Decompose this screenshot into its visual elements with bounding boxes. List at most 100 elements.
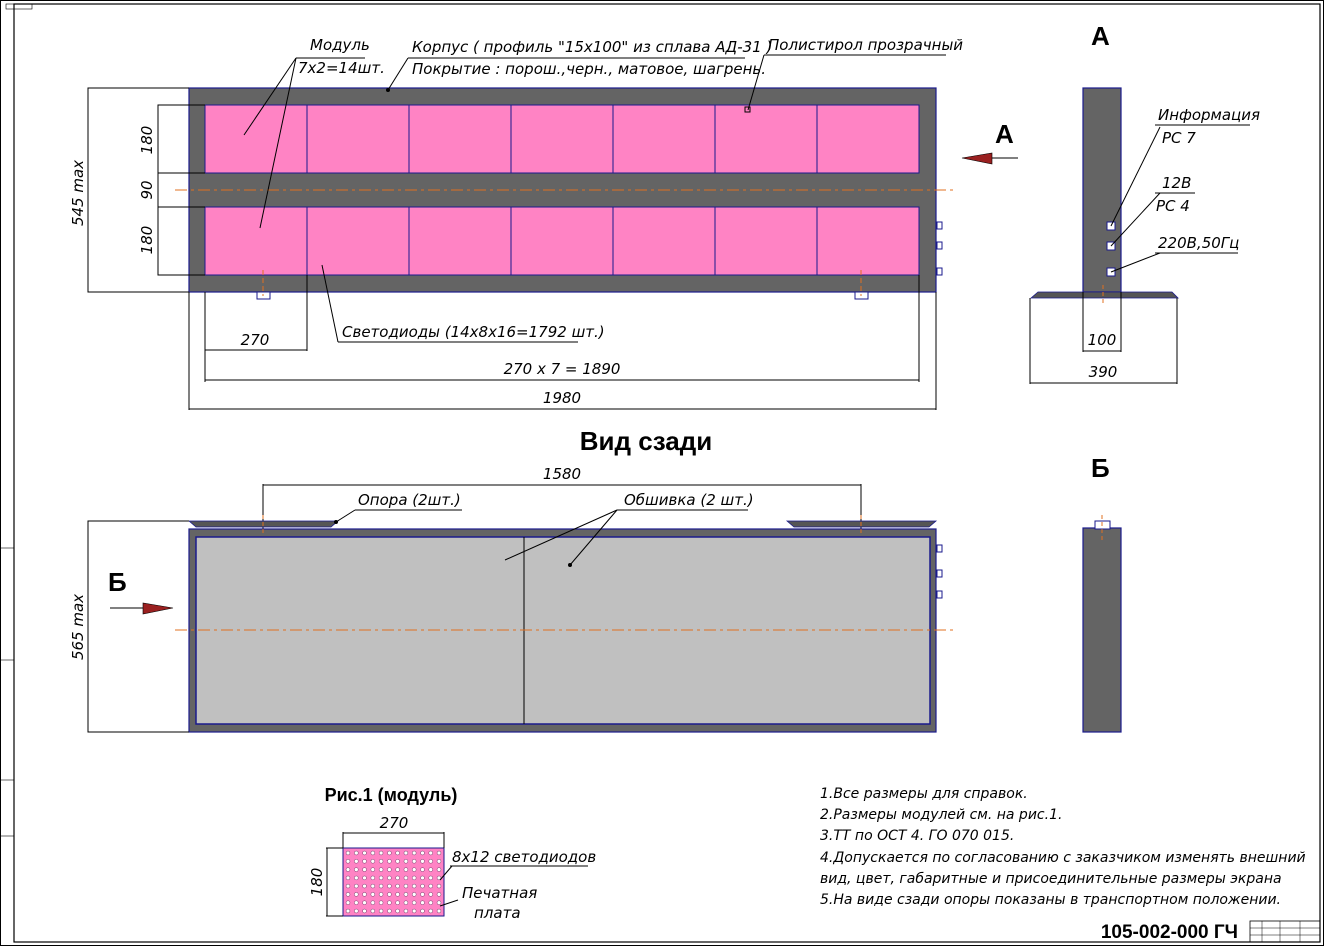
led-dot [387, 859, 392, 864]
led-dot [387, 908, 392, 914]
led-dot [420, 892, 425, 897]
led-dot [411, 908, 417, 914]
view-arrow-a-icon [961, 152, 993, 165]
led-dot [420, 883, 425, 889]
dim-height-frame [87, 87, 189, 293]
led-dot [403, 892, 409, 897]
leader-line [335, 509, 356, 523]
note-1: 1.Все размеры для справок. [820, 786, 1028, 802]
dim-base-width: 390 [1089, 363, 1118, 381]
led-dot [370, 908, 376, 914]
label-housing: Корпус ( профиль "15х100" из сплава АД-3… [412, 38, 772, 56]
connector-icon [936, 241, 943, 250]
label-info-pc: PC 7 [1162, 129, 1196, 147]
connector-icon [936, 221, 943, 230]
led-dot [428, 908, 433, 914]
connector-icon [936, 544, 943, 553]
led-dot [403, 850, 409, 856]
notes: 1.Все размеры для справок. 2.Размеры мод… [820, 786, 1306, 908]
dim-gap: 90 [138, 180, 156, 199]
leader-line [243, 57, 297, 136]
led-dot [420, 875, 425, 881]
note-5: 5.На виде сзади опоры показаны в транспо… [820, 892, 1281, 908]
display-module [510, 104, 614, 174]
housing-profile [1082, 87, 1122, 293]
led-dot [395, 850, 400, 856]
led-dot [436, 908, 442, 914]
label-polystyrene: Полистирол прозрачный [768, 36, 963, 54]
led-dot [420, 867, 425, 872]
led-dot [370, 883, 376, 889]
display-module [306, 206, 410, 276]
led-dot [354, 850, 359, 856]
connector-icon [936, 569, 943, 578]
led-dot [395, 892, 400, 897]
led-dot [387, 892, 392, 897]
label-pcb-line2: плата [474, 904, 521, 922]
led-dot [345, 892, 351, 897]
led-dot [378, 900, 384, 905]
note-2: 2.Размеры модулей см. на рис.1. [820, 807, 1062, 823]
led-dot [387, 867, 392, 872]
led-dot [354, 875, 359, 881]
side-view-a: А Информация PC 7 12В PC 4 220В,50Гц 100… [1029, 21, 1260, 384]
leader-line [1110, 126, 1161, 227]
note-3: 3.ТТ по ОСТ 4. ГО 070 015. [820, 828, 1014, 844]
led-dot [411, 892, 417, 897]
fig-dim-width: 270 [380, 814, 409, 832]
display-module [408, 104, 512, 174]
label-module: Модуль [310, 36, 370, 54]
led-dot [395, 883, 400, 889]
led-dot [395, 867, 400, 872]
led-dot [370, 892, 376, 897]
led-dot [387, 883, 392, 889]
led-dot [403, 900, 409, 905]
leader-line [321, 264, 339, 343]
dim-rear-height-max: 565 max [69, 594, 87, 660]
dim-height-max: 545 max [69, 160, 87, 226]
dim-modules-total: 270 х 7 = 1890 [504, 360, 621, 378]
led-dot [411, 850, 417, 856]
led-dot [428, 892, 433, 897]
led-dot [362, 883, 367, 889]
led-dot [370, 867, 376, 872]
led-dot [428, 875, 433, 881]
led-dot [354, 908, 359, 914]
view-arrow-b-label: Б [108, 567, 127, 597]
led-dot [395, 875, 400, 881]
led-dot [345, 908, 351, 914]
leader-dot [386, 88, 390, 92]
display-module [816, 206, 920, 276]
module-board [342, 847, 445, 917]
leader-marker [744, 106, 751, 113]
dim-row-top: 180 [138, 126, 156, 155]
module-figure: Рис.1 (модуль) 270 180 8х12 светодиодов … [308, 785, 596, 922]
label-led-count: 8х12 светодиодов [452, 848, 596, 866]
led-dot [436, 867, 442, 872]
front-view: 545 max 180 90 180 270 270 х 7 = 1890 19… [69, 36, 1018, 410]
led-dot [436, 850, 442, 856]
led-dot [387, 900, 392, 905]
module-row-bottom [204, 206, 920, 276]
figure-title: Рис.1 (модуль) [325, 785, 458, 805]
led-dot [420, 850, 425, 856]
led-dot [354, 900, 359, 905]
led-dot [428, 883, 433, 889]
led-dot [370, 875, 376, 881]
led-dot [395, 900, 400, 905]
led-dot [411, 900, 417, 905]
drawing-frame [13, 3, 1321, 943]
led-dot [378, 908, 384, 914]
led-dot [354, 883, 359, 889]
label-info: Информация [1158, 106, 1260, 124]
display-module [306, 104, 410, 174]
label-coating: Покрытие : порош.,черн., матовое, шагрен… [412, 60, 766, 78]
title-block: 105-002-000 ГЧ [1101, 920, 1321, 943]
led-dot [411, 883, 417, 889]
led-dot [411, 859, 417, 864]
display-module [612, 104, 716, 174]
module-row-top [204, 104, 920, 174]
dim-overall-width: 1980 [543, 389, 581, 407]
led-dot [354, 892, 359, 897]
